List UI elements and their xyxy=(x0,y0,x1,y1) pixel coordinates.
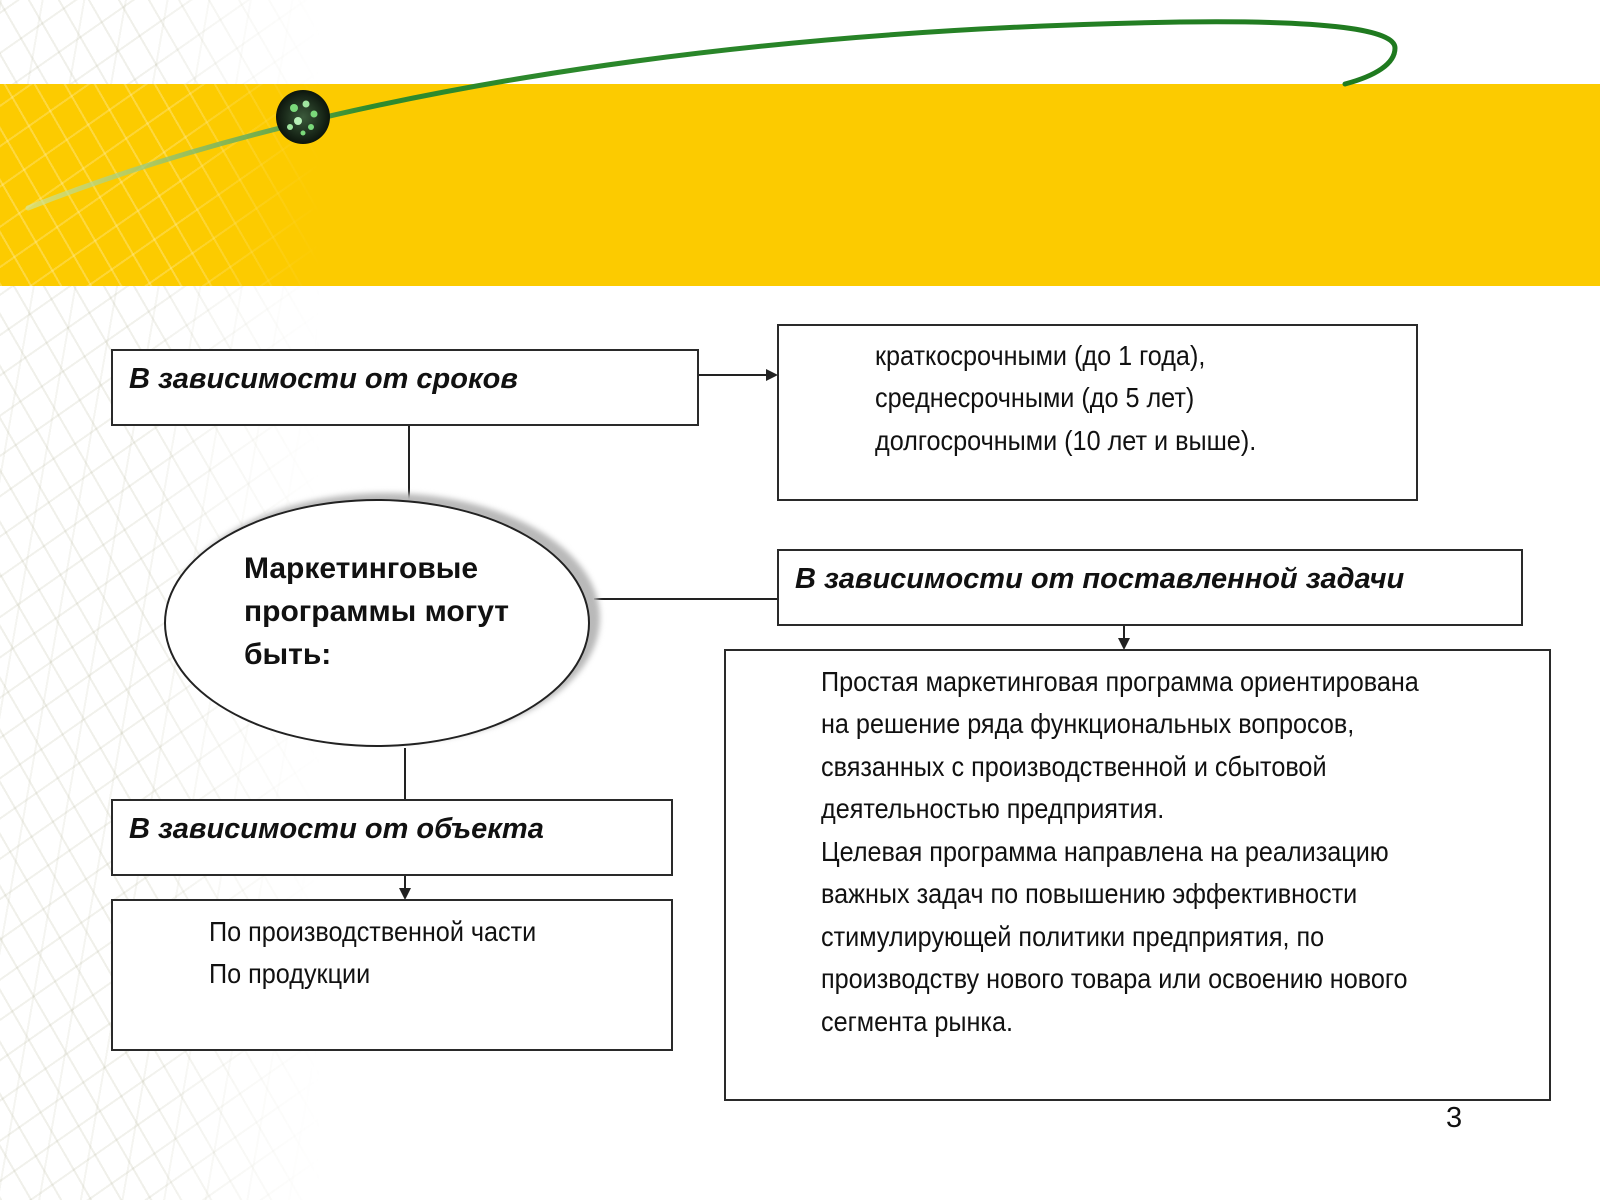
center-line-2: программы могут xyxy=(244,595,509,628)
terms-detail-box: краткосрочными (до 1 года), среднесрочны… xyxy=(777,324,1418,501)
connector-center-task xyxy=(594,598,780,600)
terms-heading: В зависимости от сроков xyxy=(129,363,518,395)
object-detail-box: По производственной части По продукции xyxy=(111,899,673,1051)
decorative-arc xyxy=(25,19,1398,211)
terms-line-3: долгосрочными (10 лет и выше). xyxy=(875,425,1257,456)
task-line-4: деятельностью предприятия. xyxy=(821,793,1165,824)
object-line-1: По производственной части xyxy=(209,916,537,947)
connector-terms-right xyxy=(698,374,766,376)
object-heading: В зависимости от объекта xyxy=(129,813,544,845)
terms-line-1: краткосрочными (до 1 года), xyxy=(875,340,1206,371)
task-line-6: важных задач по повышению эффективности xyxy=(821,878,1358,909)
center-node: Маркетинговые программы могут быть: xyxy=(164,493,600,751)
center-ellipse xyxy=(164,499,590,747)
terms-line-2: среднесрочными (до 5 лет) xyxy=(875,382,1195,413)
object-line-2: По продукции xyxy=(209,958,371,989)
page-number: 3 xyxy=(1446,1102,1463,1134)
connector-terms-center xyxy=(408,425,410,503)
task-line-2: на решение ряда функциональных вопросов, xyxy=(821,708,1355,739)
task-line-9: сегмента рынка. xyxy=(821,1006,1013,1037)
task-line-3: связанных с производственной и сбытовой xyxy=(821,751,1327,782)
connector-center-object xyxy=(404,748,406,800)
center-label: Маркетинговые программы могут быть: xyxy=(244,547,564,676)
task-heading: В зависимости от поставленной задачи xyxy=(795,563,1405,595)
green-orb-icon xyxy=(276,90,330,144)
task-heading-box: В зависимости от поставленной задачи xyxy=(777,549,1523,626)
center-line-1: Маркетинговые xyxy=(244,552,479,585)
task-line-7: стимулирующей политики предприятия, по xyxy=(821,921,1325,952)
task-line-1: Простая маркетинговая программа ориентир… xyxy=(821,666,1419,697)
terms-heading-box: В зависимости от сроков xyxy=(111,349,699,426)
object-heading-box: В зависимости от объекта xyxy=(111,799,673,876)
task-line-5: Целевая программа направлена на реализац… xyxy=(821,836,1389,867)
task-line-8: производству нового товара или освоению … xyxy=(821,963,1408,994)
center-line-3: быть: xyxy=(244,638,332,671)
task-detail-box: Простая маркетинговая программа ориентир… xyxy=(724,649,1551,1101)
header-band-pattern xyxy=(0,84,320,286)
header-band xyxy=(0,84,1600,286)
